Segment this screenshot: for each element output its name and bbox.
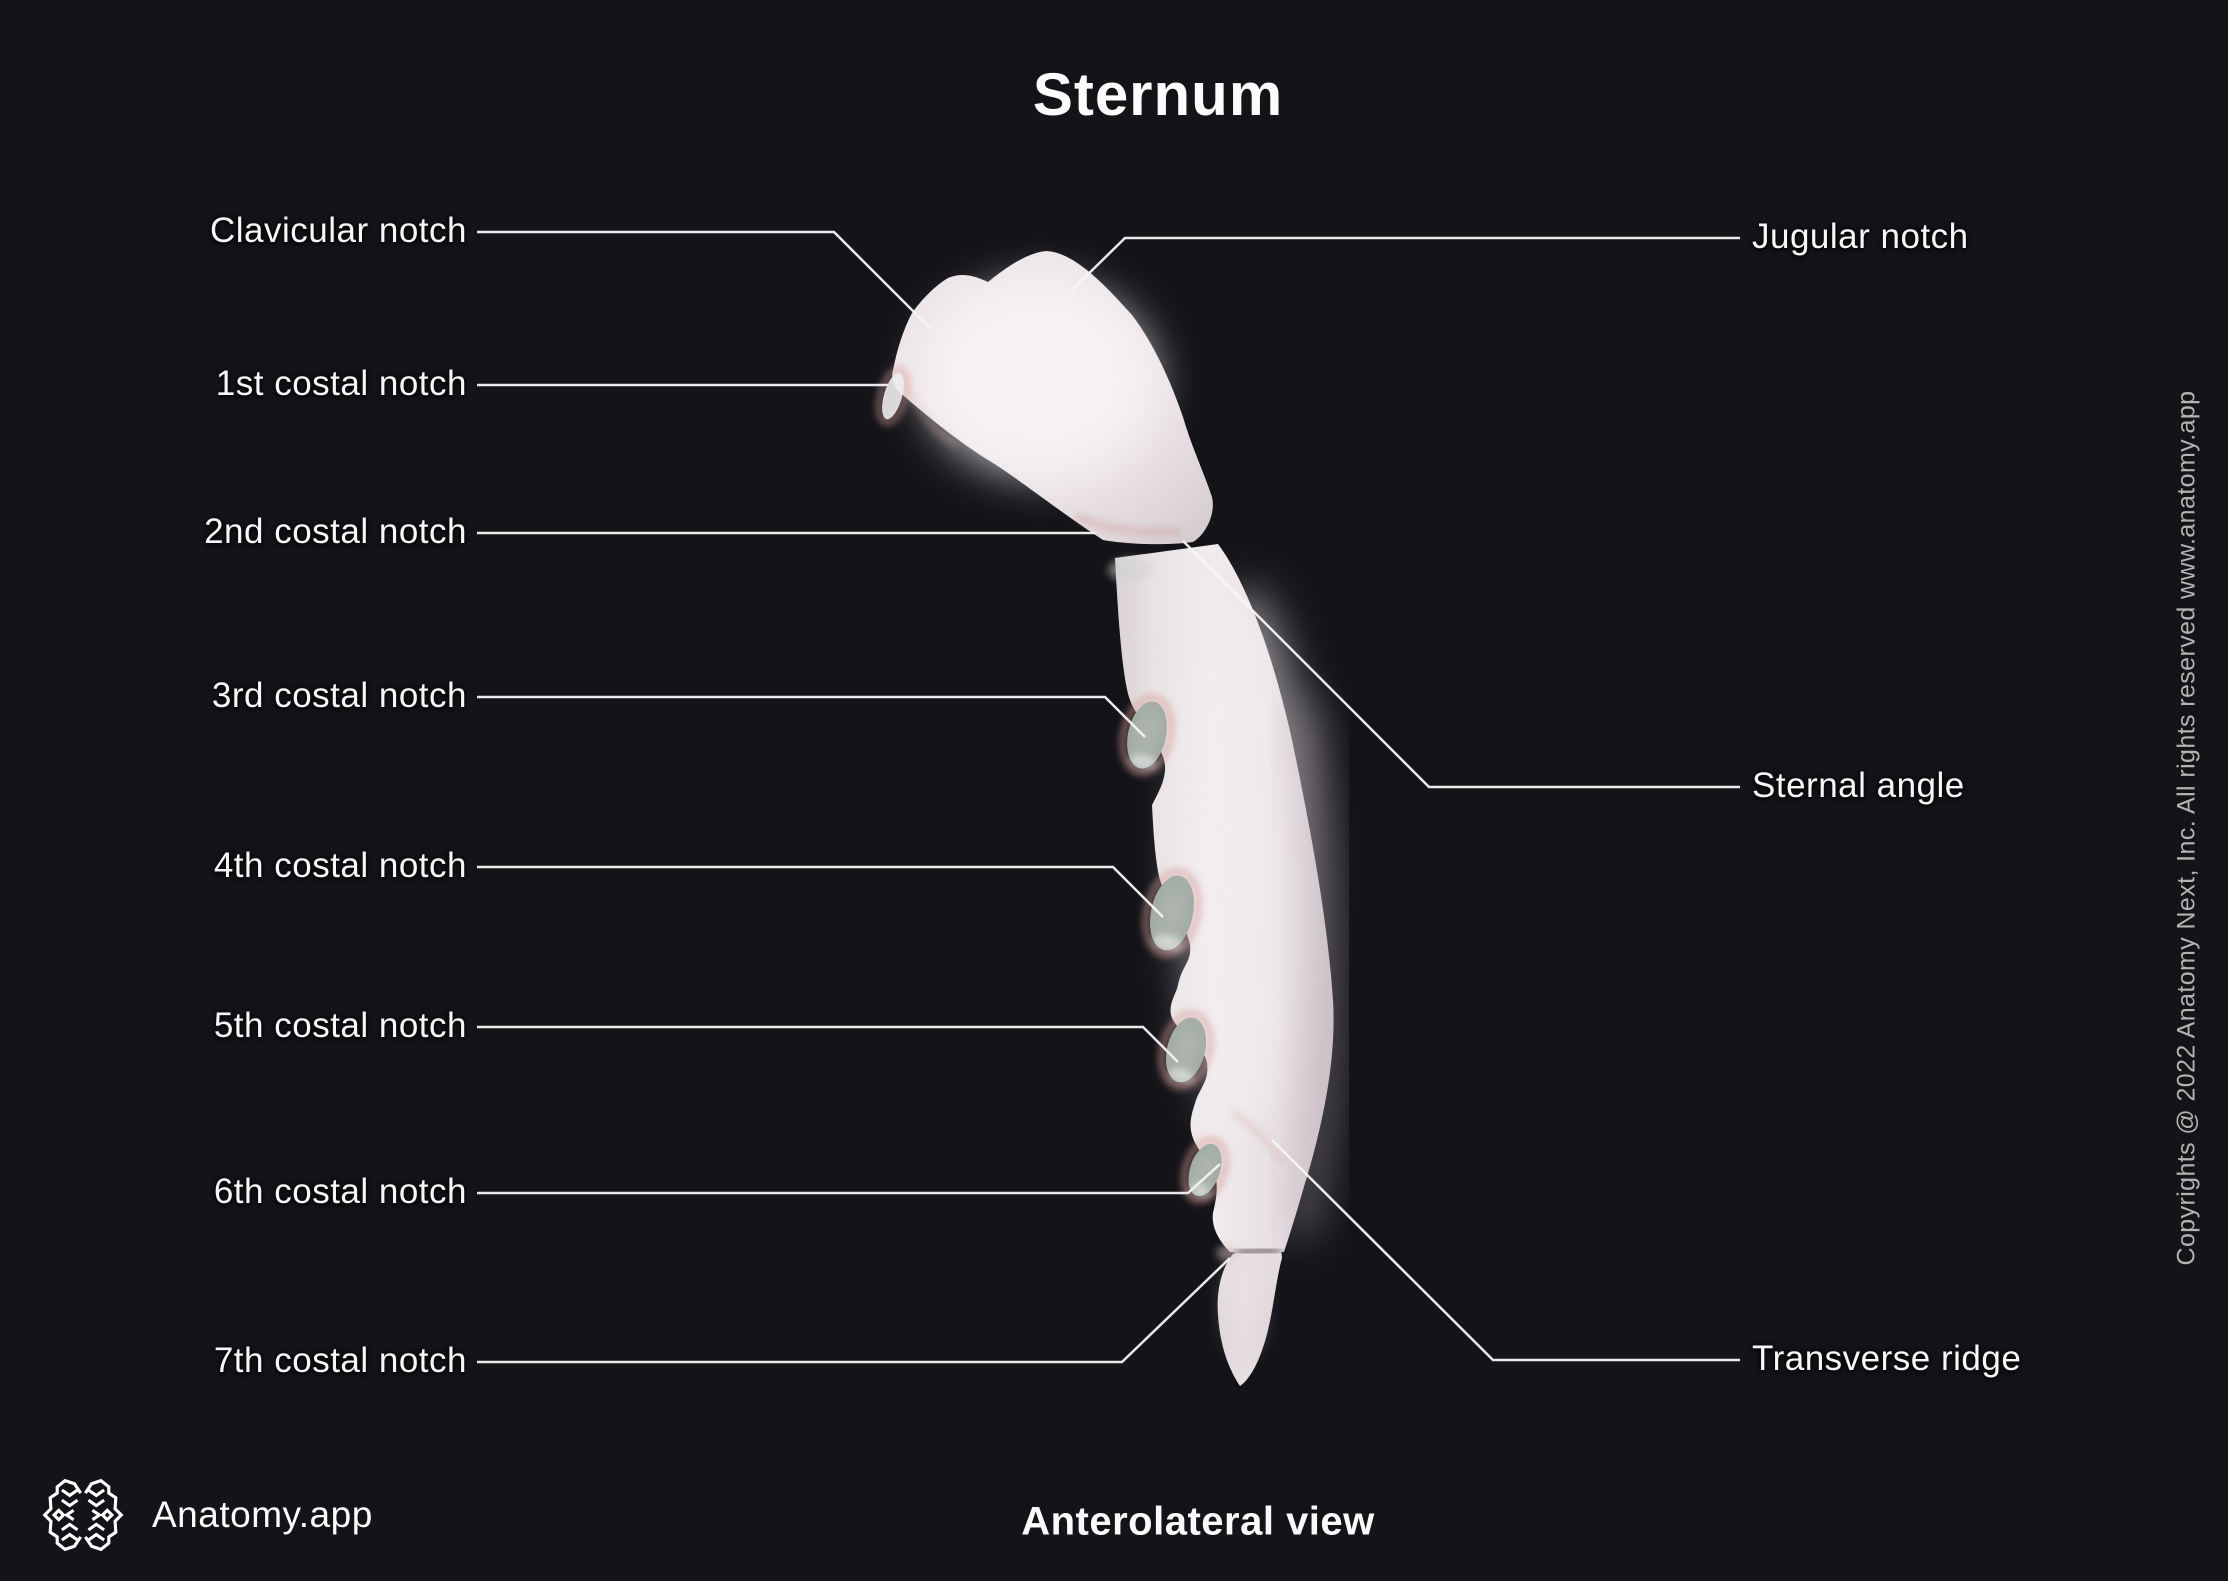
manubrium-highlight: [925, 285, 1155, 475]
label-costal-notch-7: 7th costal notch: [213, 1341, 467, 1381]
sternum-bone: [876, 251, 1338, 1386]
label-costal-notch-2: 2nd costal notch: [204, 512, 467, 552]
leader-line-sternal-angle: [1182, 540, 1740, 789]
leader-line-costal-notch-6: [477, 1163, 1221, 1195]
body-highlight: [1183, 590, 1307, 1130]
leader-line-transverse-ridge: [1271, 1139, 1740, 1362]
transverse-ridge-crease: [1230, 1110, 1284, 1164]
xiphisternal-seam: [1233, 1247, 1281, 1255]
label-costal-notch-3: 3rd costal notch: [211, 676, 467, 716]
brand: Anatomy.app: [40, 1472, 373, 1558]
xiphoid-highlight: [1227, 1257, 1261, 1353]
leader-line-clavicular-notch: [477, 230, 933, 331]
leader-lines: [477, 230, 1740, 1364]
view-caption: Anterolateral view: [1021, 1499, 1375, 1544]
costal-notch-6-facet: [1182, 1137, 1228, 1203]
label-costal-notch-1: 1st costal notch: [215, 364, 467, 404]
costal-facet-2: [1108, 558, 1152, 582]
costal-facet-1: [876, 367, 910, 425]
brand-name: Anatomy.app: [152, 1494, 373, 1535]
label-jugular-notch: Jugular notch: [1752, 217, 1969, 257]
body-right-shadow: [1282, 698, 1338, 1239]
leader-line-costal-notch-7: [477, 1257, 1231, 1364]
leader-line-costal-notch-5: [477, 1025, 1179, 1063]
leader-line-costal-notch-4: [477, 865, 1164, 918]
costal-notch-7-facet: [1216, 1245, 1240, 1261]
label-costal-notch-4: 4th costal notch: [213, 846, 467, 886]
costal-notch-3-facet: [1120, 695, 1174, 775]
label-sternal-angle: Sternal angle: [1752, 766, 1965, 806]
manubrium-pink-crease: [1074, 513, 1181, 535]
page-title: Sternum: [1032, 61, 1284, 128]
label-transverse-ridge: Transverse ridge: [1752, 1339, 2022, 1379]
leader-line-costal-notch-3: [477, 695, 1146, 738]
leader-line-jugular-notch: [1071, 236, 1740, 291]
costal-notch-4-facet: [1143, 869, 1201, 957]
label-costal-notch-5: 5th costal notch: [213, 1006, 467, 1046]
label-costal-notch-6: 6th costal notch: [213, 1172, 467, 1212]
brain-icon: [43, 1478, 124, 1552]
copyright-text: Copyrights @ 2022 Anatomy Next, Inc. All…: [2172, 390, 2201, 1266]
costal-notch-5-facet: [1159, 1011, 1213, 1089]
label-clavicular-notch: Clavicular notch: [210, 211, 467, 251]
